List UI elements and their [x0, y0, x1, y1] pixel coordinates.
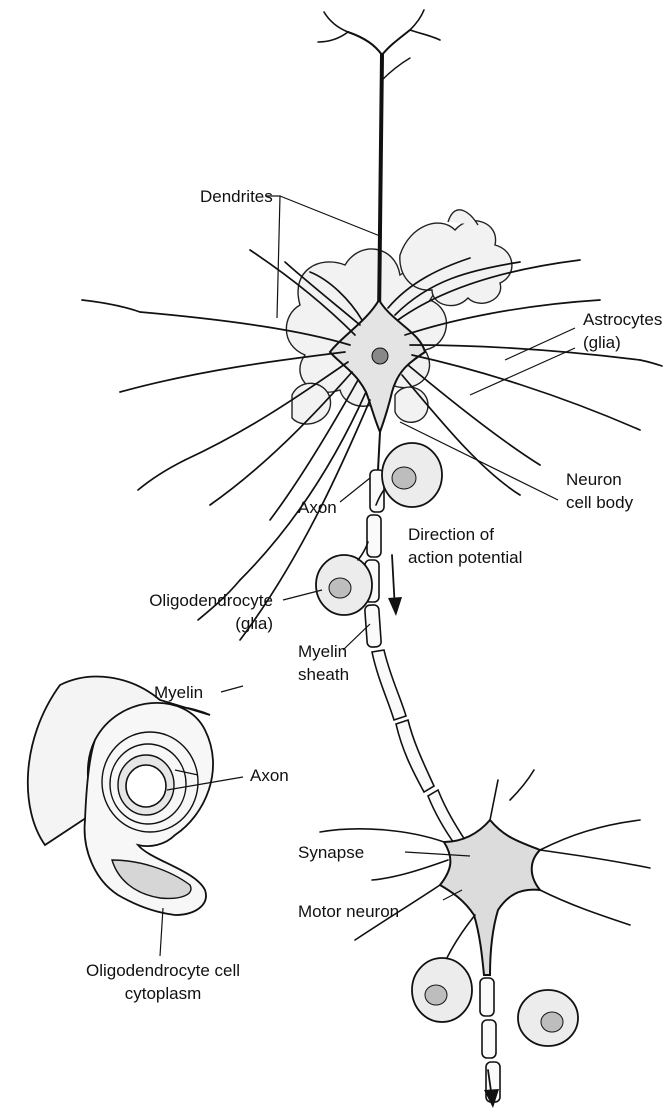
- label-oligodendrocyte-glia: (glia): [235, 614, 273, 633]
- label-neuron: Neuron: [566, 470, 622, 489]
- label-myelin-inset: Myelin: [154, 683, 203, 702]
- label-axon-inset: Axon: [250, 766, 289, 785]
- label-axon: Axon: [298, 498, 337, 517]
- label-motor-neuron: Motor neuron: [298, 902, 399, 921]
- oligodendrocyte-middle: [316, 542, 372, 615]
- motor-neuron-cell-body: [440, 820, 540, 975]
- label-myelin-sheath-2: sheath: [298, 665, 349, 684]
- oligodendrocyte-lower-left: [412, 958, 472, 1022]
- label-oligo-cytoplasm-2: cytoplasm: [125, 984, 202, 1003]
- label-action-potential: action potential: [408, 548, 522, 567]
- oligodendrocyte-lower-right: [518, 990, 578, 1046]
- oligodendrocyte-upper: [376, 443, 442, 507]
- label-dendrites: Dendrites: [200, 187, 273, 206]
- label-oligo-cytoplasm-1: Oligodendrocyte cell: [86, 961, 240, 980]
- label-synapse: Synapse: [298, 843, 364, 862]
- label-oligodendrocyte: Oligodendrocyte: [149, 591, 273, 610]
- myelin-inset: [28, 677, 213, 915]
- motor-neuron: [320, 770, 650, 1108]
- label-cell-body: cell body: [566, 493, 634, 512]
- label-direction-of: Direction of: [408, 525, 494, 544]
- label-astrocytes-glia: (glia): [583, 333, 621, 352]
- label-myelin-sheath-1: Myelin: [298, 642, 347, 661]
- label-astrocytes: Astrocytes: [583, 310, 662, 329]
